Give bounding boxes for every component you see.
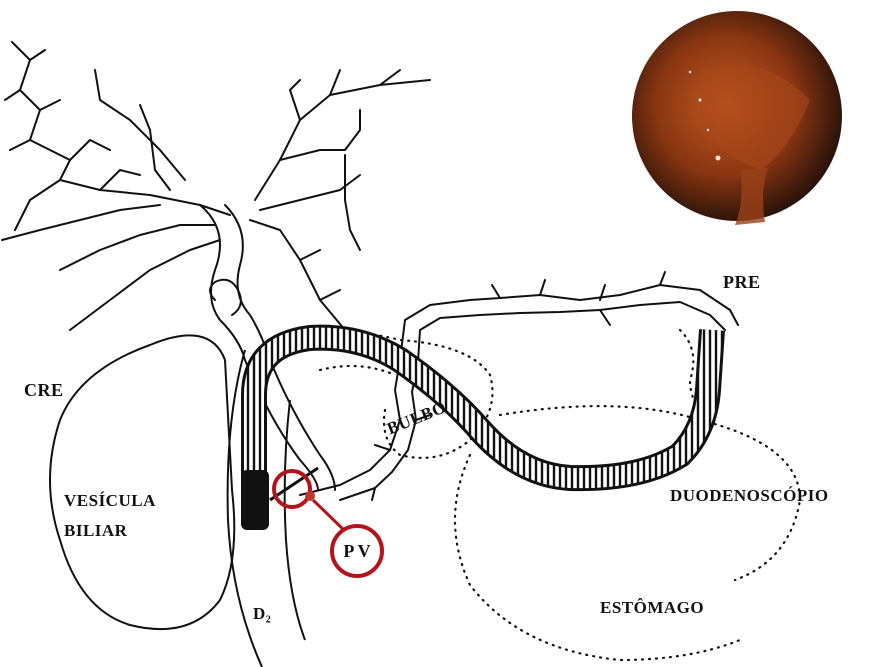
- gallbladder: [50, 335, 234, 629]
- label-vesicula-line1: VESÍCULA: [64, 486, 156, 516]
- label-pre: PRE: [723, 272, 761, 293]
- label-estomago: ESTÔMAGO: [600, 598, 704, 618]
- label-pv: P V: [330, 524, 384, 578]
- label-pv-text: P V: [343, 541, 370, 562]
- label-cre: CRE: [24, 380, 64, 401]
- endoscopic-view: [632, 11, 842, 225]
- label-d2: D₂: [253, 604, 271, 624]
- label-vesicula-biliar: VESÍCULA BILIAR: [64, 486, 156, 546]
- label-vesicula-line2: BILIAR: [64, 516, 156, 546]
- label-duodenoscopio: DUODENOSCÓPIO: [670, 486, 829, 506]
